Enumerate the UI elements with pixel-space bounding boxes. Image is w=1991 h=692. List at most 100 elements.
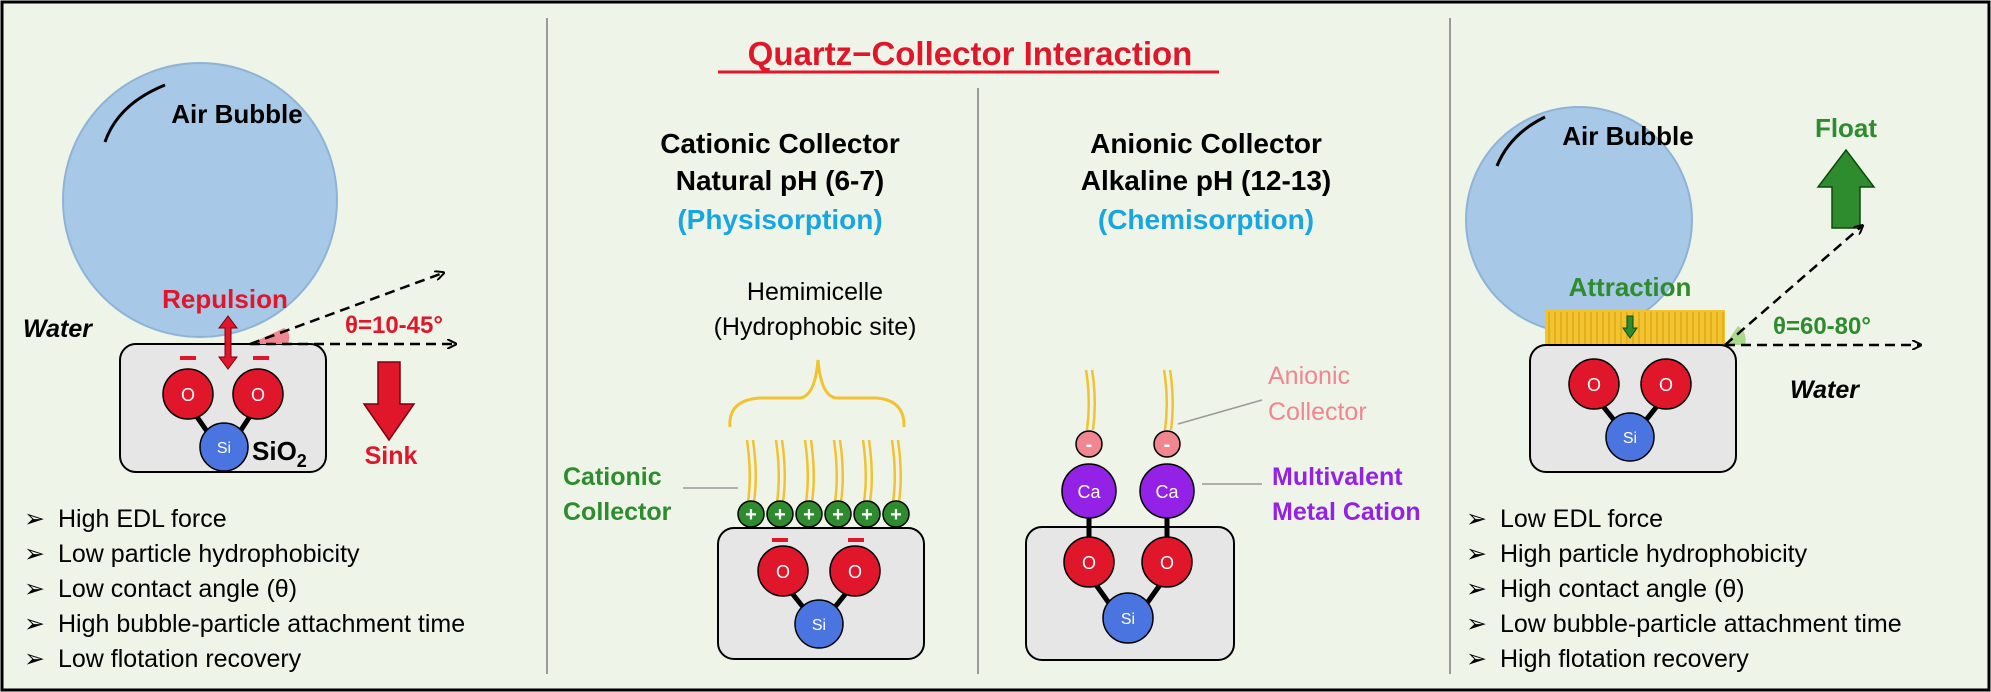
negative-charge — [253, 356, 269, 360]
right-panel: Air Bubble Float Attraction θ=60-80° Wat… — [1465, 106, 1920, 673]
oxygen-atom — [1141, 536, 1193, 588]
calcium-atom — [1139, 463, 1195, 519]
hydrocarbon-chain — [803, 439, 809, 503]
hydrocarbon-chain — [1168, 369, 1174, 431]
leader-line — [1177, 399, 1263, 425]
chemisorption-label: (Chemisorption) — [1098, 204, 1314, 235]
oxygen-atom — [1063, 536, 1115, 588]
attraction-label: Attraction — [1569, 272, 1692, 302]
cationic-panel: Cationic Collector Natural pH (6-7) (Phy… — [563, 128, 925, 660]
oxygen-atom — [162, 368, 214, 420]
attraction-arrow — [1622, 315, 1638, 339]
water-label: Water — [1790, 376, 1860, 404]
cationic-ph: Natural pH (6-7) — [676, 165, 884, 196]
tangent-arrow — [1724, 226, 1862, 346]
repulsion-label: Repulsion — [162, 284, 288, 314]
oxygen-atom — [232, 368, 284, 420]
hydrocarbon-chain — [1084, 369, 1090, 431]
oxygen-atom — [829, 545, 881, 597]
oxygen-atom — [757, 545, 809, 597]
air-bubble-left — [62, 62, 338, 338]
sink-arrow — [362, 361, 416, 442]
hydrocarbon-chain — [867, 439, 873, 503]
oxygen-atom-label: O — [181, 385, 195, 405]
hydrocarbon-chain — [1090, 369, 1096, 431]
silicon-atom-label: Si — [1623, 430, 1637, 447]
left-bullet: Low flotation recovery — [58, 645, 302, 673]
oxygen-atom-label: O — [848, 562, 862, 582]
right-bullet: Low EDL force — [1500, 505, 1663, 533]
calcium-atom-label: Ca — [1077, 482, 1101, 502]
calcium-atom-label: Ca — [1155, 482, 1179, 502]
oxygen-atom — [1640, 358, 1692, 410]
diagram-title: Quartz−Collector Interaction — [748, 35, 1193, 72]
physisorption-label: (Physisorption) — [677, 204, 882, 235]
hydrocarbon-chain — [1162, 369, 1168, 431]
left-bullet: Low particle hydrophobicity — [58, 540, 360, 568]
bullet-marker: ➢ — [24, 610, 45, 638]
bubble-highlight — [1495, 115, 1546, 167]
bullet-marker: ➢ — [1466, 645, 1487, 673]
silicon-atom — [1102, 592, 1154, 644]
silicon-atom — [199, 422, 249, 472]
negative-charge — [848, 538, 864, 542]
hemimicelle-brace — [728, 359, 906, 428]
hydrocarbon-chain — [832, 439, 838, 503]
sio2-label: SiO2 — [252, 436, 307, 471]
hydrocarbon-chain — [745, 439, 751, 503]
float-label: Float — [1815, 113, 1877, 143]
oxygen-atom-label: O — [776, 562, 790, 582]
right-bullet: Low bubble-particle attachment time — [1500, 610, 1902, 638]
silicon-atom-label: Si — [217, 440, 231, 457]
left-bullet: High EDL force — [58, 505, 227, 533]
negative-charge — [772, 538, 788, 542]
anionic-panel: Anionic Collector Alkaline pH (12-13) (C… — [1025, 128, 1421, 661]
bullet-marker: ➢ — [24, 505, 45, 533]
hydrocarbon-chain — [890, 439, 896, 503]
plus-sign: + — [803, 504, 815, 526]
hydrocarbon-chain — [809, 439, 815, 503]
contact-angle-label: θ=10-45° — [345, 312, 443, 339]
air-bubble-label: Air Bubble — [1562, 121, 1693, 151]
hemimicelle-label: (Hydrophobic site) — [714, 313, 917, 341]
anionic-collector-label: Anionic — [1268, 362, 1350, 390]
bullet-marker: ➢ — [1466, 575, 1487, 603]
hydrocarbon-chain — [861, 439, 867, 503]
silicon-atom — [794, 599, 844, 649]
cationic-collector-label: Cationic — [563, 463, 662, 491]
anionic-heading: Anionic Collector — [1090, 128, 1322, 159]
plus-sign: + — [890, 504, 902, 526]
hydrocarbon-chain — [896, 439, 902, 503]
plus-sign: + — [745, 504, 757, 526]
oxygen-atom-label: O — [1082, 553, 1096, 573]
float-arrow — [1816, 148, 1876, 229]
metal-cation-label: Metal Cation — [1272, 498, 1421, 526]
minus-sign: - — [1086, 434, 1093, 456]
left-bullet: Low contact angle (θ) — [58, 575, 297, 603]
minus-sign: - — [1164, 434, 1171, 456]
oxygen-atom-label: O — [251, 385, 265, 405]
oxygen-atom-label: O — [1160, 553, 1174, 573]
air-bubble-label: Air Bubble — [171, 99, 302, 129]
bullet-marker: ➢ — [24, 575, 45, 603]
repulsion-arrow — [218, 315, 238, 370]
anionic-head — [1075, 430, 1103, 458]
collector-chains — [745, 439, 902, 503]
water-label: Water — [23, 315, 93, 343]
collector-chains — [1084, 369, 1174, 431]
hydrocarbon-chain — [780, 439, 786, 503]
oxygen-atom-label: O — [1659, 375, 1673, 395]
bullet-marker: ➢ — [1466, 505, 1487, 533]
hydrocarbon-chain — [774, 439, 780, 503]
cationic-heading: Cationic Collector — [660, 128, 900, 159]
hydrocarbon-chain — [751, 439, 757, 503]
silicon-atom — [1605, 412, 1655, 462]
oxygen-atom-label: O — [1587, 375, 1601, 395]
anionic-head — [1153, 430, 1181, 458]
right-bullet: High particle hydrophobicity — [1500, 540, 1808, 568]
right-bullet-list: ➢ Low EDL force ➢ High particle hydropho… — [1466, 505, 1902, 673]
anionic-ph: Alkaline pH (12-13) — [1081, 165, 1332, 196]
right-bullet: High contact angle (θ) — [1500, 575, 1745, 603]
